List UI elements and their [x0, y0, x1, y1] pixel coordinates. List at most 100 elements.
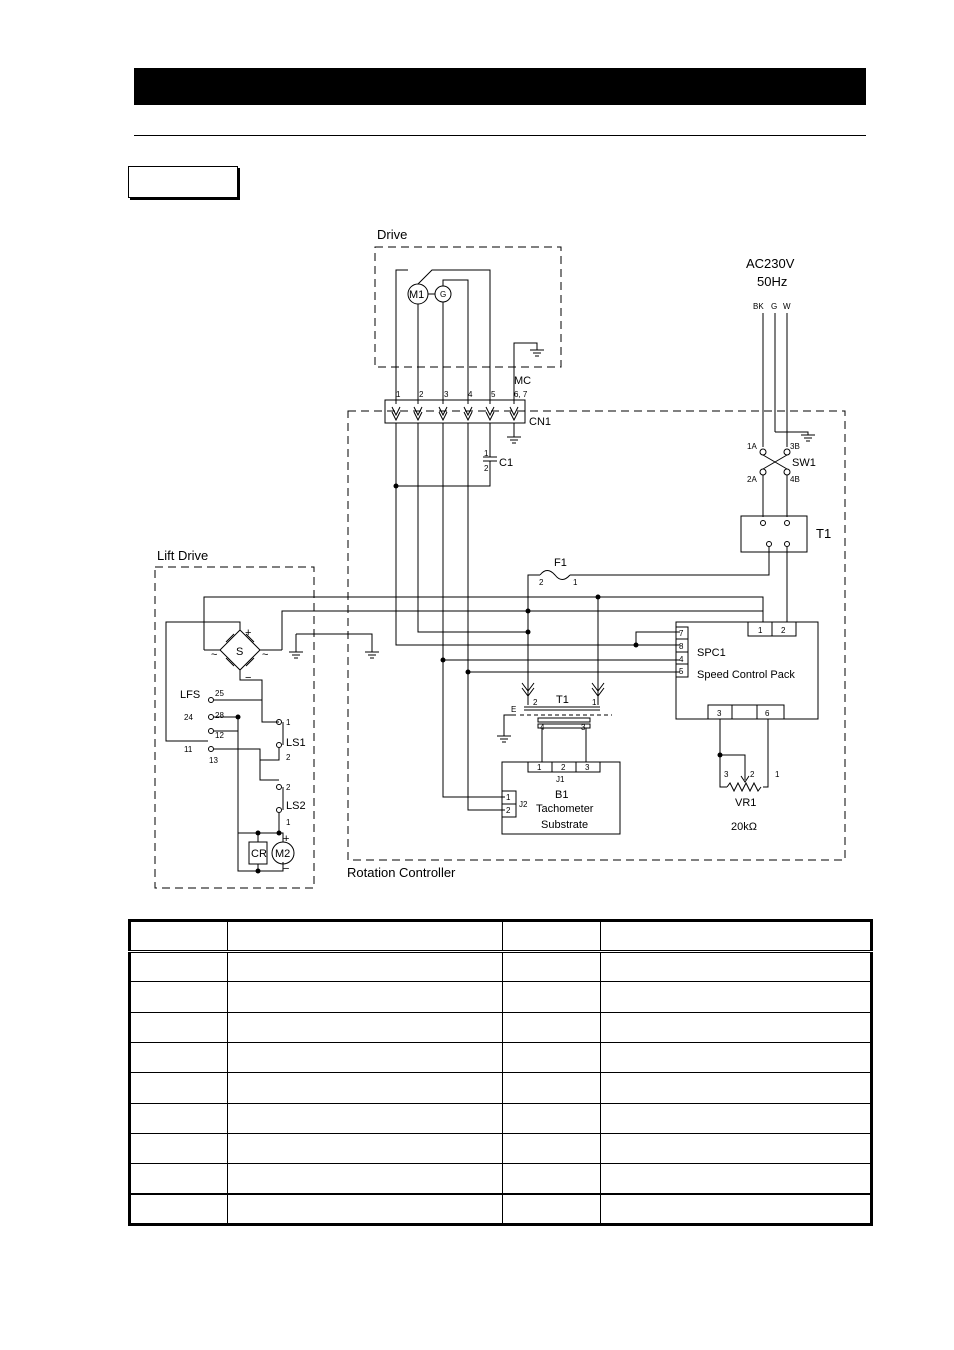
- table-cell: [227, 981, 503, 1013]
- cn1-pin-4: 4: [468, 390, 473, 399]
- spc-pin-3: 3: [717, 709, 722, 718]
- spc-pin-4: 4: [679, 655, 684, 664]
- vr1-label: VR1: [735, 797, 756, 809]
- m1-label: M1: [409, 289, 424, 301]
- table-row: [129, 981, 872, 1013]
- table-row: [129, 1102, 872, 1134]
- lfs-24: 24: [184, 713, 193, 722]
- vr1-pin-2: 2: [750, 770, 755, 779]
- cr-label: CR: [251, 848, 267, 860]
- m2-label: M2: [275, 848, 290, 860]
- ls2-pin-2: 2: [286, 783, 291, 792]
- j2-label: J2: [519, 800, 528, 809]
- cn1-pin-3: 3: [444, 390, 449, 399]
- lfs-28: 28: [215, 711, 224, 720]
- table-cell: [129, 1041, 228, 1074]
- j1-pin-2: 2: [561, 763, 566, 772]
- sw1-label: SW1: [792, 457, 816, 469]
- table-cell: [502, 1011, 601, 1043]
- spc1-label: SPC1: [697, 647, 726, 659]
- parts-table-header: [129, 920, 872, 953]
- table-cell: [502, 1163, 601, 1195]
- table-cell: [227, 1132, 503, 1165]
- t1-lower-label: T1: [556, 694, 569, 706]
- header-rule: [134, 135, 866, 136]
- table-cell: [600, 981, 872, 1013]
- table-cell: [502, 1072, 601, 1104]
- cn1-pin-arrows: [391, 406, 519, 422]
- lift-drive-enclosure: [154, 566, 315, 889]
- sw1-4b: 4B: [790, 475, 800, 484]
- t1-lower-pin-4: 4: [540, 723, 545, 732]
- table-cell: [600, 1011, 872, 1043]
- bridge-ac-right: ~: [262, 649, 268, 661]
- cn1-pin-1: 1: [396, 390, 401, 399]
- vr1-potentiometer: [726, 781, 762, 793]
- table-cell: [600, 1132, 872, 1165]
- m2-plus: +: [283, 833, 289, 845]
- m2-motor: [271, 841, 295, 865]
- table-cell: [227, 1193, 503, 1226]
- lfs-25: 25: [215, 689, 224, 698]
- spc-pin-1: 1: [758, 626, 763, 635]
- table-cell: [502, 950, 601, 983]
- spc1-description: Speed Control Pack: [697, 669, 795, 681]
- table-cell: [502, 1041, 601, 1074]
- j1-label: J1: [556, 775, 565, 784]
- vr1-pin-3: 3: [724, 770, 729, 779]
- j1-pin-1: 1: [537, 763, 542, 772]
- table-cell: [129, 981, 228, 1013]
- table-cell: [227, 1072, 503, 1104]
- wiring-diagram: Drive AC230V 50Hz BK G W M1 G MC 6, 7 1 …: [154, 227, 846, 889]
- table-cell: [129, 950, 228, 983]
- table-cell: [502, 1102, 601, 1134]
- table-cell: [129, 1132, 228, 1165]
- cn1-pin-5: 5: [491, 390, 496, 399]
- header-cell: [227, 920, 503, 953]
- m2-minus: −: [283, 863, 289, 875]
- t1-lower-pin-1: 1: [592, 698, 597, 707]
- table-cell: [129, 1072, 228, 1104]
- cn1-pin-2: 2: [419, 390, 424, 399]
- table-row: [129, 1163, 872, 1195]
- bridge-plus: +: [245, 627, 251, 639]
- header-cell: [129, 920, 228, 953]
- lfs-11: 11: [184, 745, 193, 754]
- drive-label: Drive: [377, 227, 407, 242]
- sw1-1a: 1A: [747, 442, 757, 451]
- lfs-label: LFS: [180, 689, 200, 701]
- drive-enclosure: [374, 246, 562, 368]
- table-cell: [129, 1193, 228, 1226]
- c1-pin-2: 2: [484, 464, 489, 473]
- table-cell: [129, 1163, 228, 1195]
- vr1-value: 20kΩ: [731, 821, 757, 833]
- lfs-12: 12: [215, 731, 224, 740]
- lfs-13: 13: [209, 756, 218, 765]
- table-cell: [502, 1132, 601, 1165]
- table-cell: [227, 1041, 503, 1074]
- t1-label: T1: [816, 526, 831, 541]
- c1-label: C1: [499, 457, 513, 469]
- sw1-2a: 2A: [747, 475, 757, 484]
- mc-pins: 6, 7: [514, 390, 528, 399]
- cn1-label: CN1: [529, 416, 551, 428]
- lift-drive-label: Lift Drive: [157, 548, 208, 563]
- table-row: [129, 1011, 872, 1043]
- title-bar: [134, 68, 866, 105]
- j2-pin-1: 1: [506, 793, 511, 802]
- ls2-label: LS2: [286, 800, 306, 812]
- table-cell: [600, 1102, 872, 1134]
- header-cell: [600, 920, 872, 953]
- table-cell: [227, 950, 503, 983]
- power-voltage: AC230V: [746, 256, 795, 271]
- b1-tachometer: Tachometer: [536, 803, 594, 815]
- table-row: [129, 1132, 872, 1165]
- table-cell: [227, 1163, 503, 1195]
- table-cell: [129, 1011, 228, 1043]
- table-cell: [600, 1072, 872, 1104]
- earth-label: E: [511, 705, 516, 714]
- f1-pin-2: 2: [539, 578, 544, 587]
- bridge-minus: −: [245, 672, 251, 684]
- ls1-pin-1: 1: [286, 718, 291, 727]
- header-cell: [502, 920, 601, 953]
